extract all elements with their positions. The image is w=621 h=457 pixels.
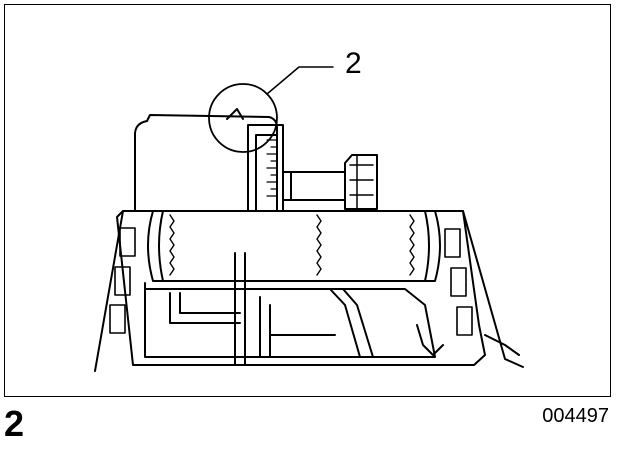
shaft-knob-ridges [349,154,374,210]
callout-circle [208,83,278,153]
paper-roll-right-edge [424,210,430,282]
paper-roll-left-edge [158,210,164,282]
tray-slanted-part [329,288,374,358]
callout-label: 2 [345,47,362,80]
paper-roll-outline [147,210,441,282]
figure-frame: 2 [4,4,611,397]
printer-body-left-side [94,210,124,372]
tray-inner-lines [259,296,336,358]
guide-post [247,124,284,212]
housing-notch [226,108,244,120]
lower-tray [144,282,436,358]
figure-number: 2 [4,403,25,444]
callout-leader-line [266,66,334,95]
center-guide-lines [234,252,246,366]
guide-post-scale [266,139,277,197]
figure-code: 004497 [542,405,609,427]
printer-paper-roll-illustration [94,66,524,372]
shaft-knob [344,154,378,210]
tray-bracket [169,292,241,324]
guide-post-inner [255,134,277,212]
left-side-slots [109,227,136,334]
printer-body-right-lip [484,334,520,356]
printer-body-right-side [462,210,524,368]
roll-zigzags [169,214,415,276]
tray-right-clip [416,324,444,356]
roll-shaft [282,171,346,201]
right-side-slots [444,228,473,336]
